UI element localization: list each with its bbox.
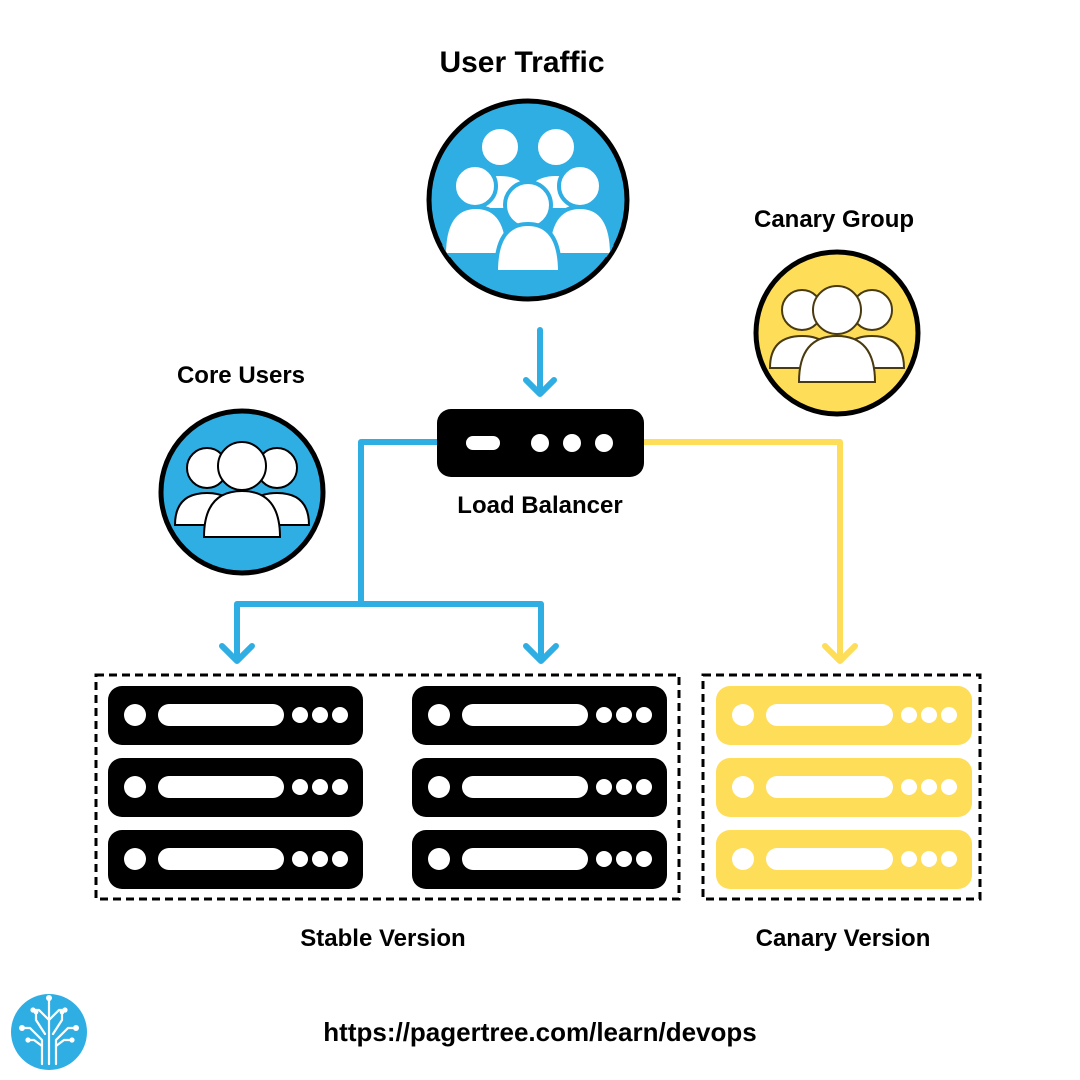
pagertree-logo-icon <box>11 994 87 1070</box>
core-users-icon <box>158 408 326 576</box>
user-traffic-label: User Traffic <box>439 46 605 79</box>
core-users-label: Core Users <box>176 362 306 389</box>
canary-server-1 <box>716 686 972 745</box>
stable-server-5 <box>412 758 667 817</box>
canary-route-line <box>639 439 858 664</box>
load-balancer-icon <box>437 409 644 477</box>
stable-server-4 <box>412 686 667 745</box>
canary-server-3 <box>716 830 972 889</box>
stable-version-label: Stable Version <box>300 925 466 952</box>
stable-route-lines <box>219 439 559 664</box>
stable-server-2 <box>108 758 363 817</box>
stable-server-6 <box>412 830 667 889</box>
canary-version-box <box>701 673 982 901</box>
canary-server-2 <box>716 758 972 817</box>
load-balancer-label: Load Balancer <box>457 492 623 519</box>
stable-server-1 <box>108 686 363 745</box>
stable-version-box <box>94 673 681 901</box>
traffic-arrow <box>523 327 557 397</box>
canary-group-icon <box>753 249 921 417</box>
canary-version-label: Canary Version <box>755 925 931 952</box>
footer-url[interactable]: https://pagertree.com/learn/devops <box>323 1017 757 1047</box>
canary-group-label: Canary Group <box>753 206 915 233</box>
stable-server-3 <box>108 830 363 889</box>
user-traffic-icon <box>426 98 630 302</box>
